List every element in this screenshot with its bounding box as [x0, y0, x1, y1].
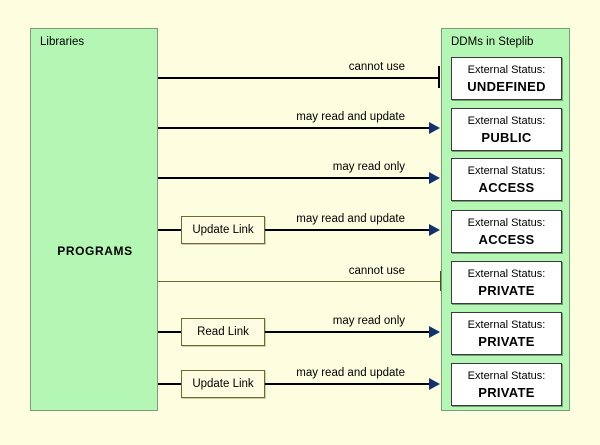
connector-line-4b: [265, 229, 430, 231]
status-box-value: PRIVATE: [478, 334, 535, 349]
connector-line-2: [158, 127, 430, 129]
connector-line-1: [158, 77, 440, 79]
status-box-value: PRIVATE: [478, 385, 535, 400]
status-box: External Status: PRIVATE: [451, 261, 562, 304]
edge-label-1: cannot use: [348, 61, 405, 73]
arrow-head-icon-3: [429, 172, 440, 184]
connector-line-7b: [265, 383, 430, 385]
status-box-label: External Status:: [467, 115, 546, 127]
status-box-value: PRIVATE: [478, 283, 535, 298]
status-box-label: External Status:: [467, 268, 546, 280]
status-box-value: UNDEFINED: [467, 79, 546, 94]
status-box-label: External Status:: [467, 217, 546, 229]
status-box: External Status: ACCESS: [451, 158, 562, 201]
ddms-panel: DDMs in Steplib External Status: UNDEFIN…: [441, 28, 570, 411]
link-box-update-2[interactable]: Update Link: [181, 370, 265, 398]
edge-label-6: may read only: [332, 315, 405, 327]
status-box-value: PUBLIC: [481, 130, 532, 145]
status-box-label: External Status:: [467, 64, 546, 76]
connector-line-5: [158, 281, 441, 282]
status-box: External Status: ACCESS: [451, 210, 562, 253]
edge-label-3: may read only: [332, 161, 405, 173]
programs-label: PROGRAMS: [57, 244, 133, 258]
connector-line-3: [158, 177, 430, 179]
ddms-panel-title: DDMs in Steplib: [451, 36, 534, 48]
connector-line-4a: [158, 229, 181, 231]
edge-label-7: may read and update: [296, 367, 405, 379]
status-box: External Status: PRIVATE: [451, 363, 562, 406]
status-box-value: ACCESS: [478, 232, 535, 247]
status-box: External Status: UNDEFINED: [451, 57, 562, 100]
link-box-update-1[interactable]: Update Link: [181, 216, 265, 244]
status-box-label: External Status:: [467, 165, 546, 177]
edge-label-5: cannot use: [348, 265, 405, 277]
arrow-head-icon-2: [429, 122, 440, 134]
connector-line-6b: [265, 331, 430, 333]
blocked-terminator-icon-5: [440, 271, 441, 291]
edge-label-2: may read and update: [296, 111, 405, 123]
arrow-head-icon-7: [429, 378, 440, 390]
status-box-value: ACCESS: [478, 180, 535, 195]
status-box-label: External Status:: [467, 319, 546, 331]
blocked-terminator-icon-1: [438, 66, 440, 88]
connector-line-6a: [158, 331, 181, 333]
arrow-head-icon-6: [429, 326, 440, 338]
libraries-panel: Libraries PROGRAMS: [30, 28, 158, 411]
status-box: External Status: PRIVATE: [451, 312, 562, 355]
status-box-label: External Status:: [467, 370, 546, 382]
link-box-read[interactable]: Read Link: [181, 318, 265, 346]
connector-line-7a: [158, 383, 181, 385]
libraries-panel-title: Libraries: [40, 36, 85, 48]
status-box: External Status: PUBLIC: [451, 108, 562, 151]
edge-label-4: may read and update: [296, 213, 405, 225]
arrow-head-icon-4: [429, 224, 440, 236]
